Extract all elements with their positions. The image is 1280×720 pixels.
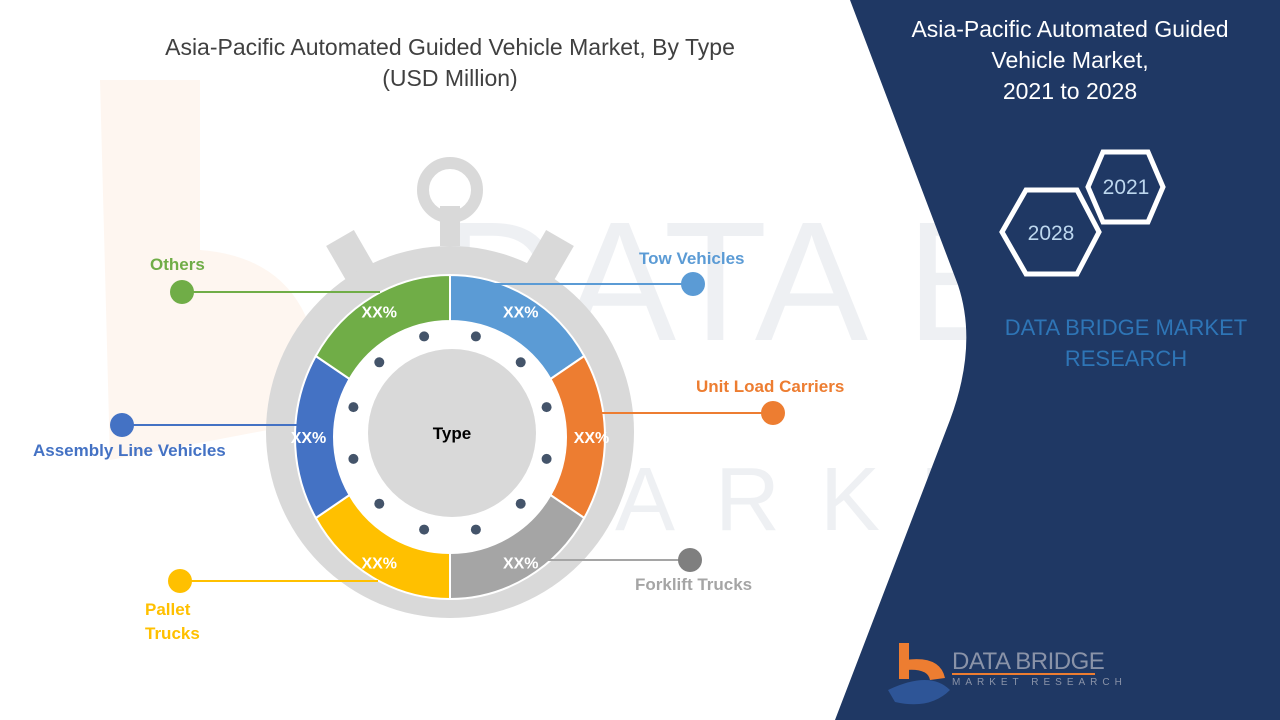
side-panel [835,0,1280,720]
dial-dot [470,524,481,535]
hexagon-2028 [999,187,1102,277]
dial-dot [515,357,526,368]
side-title-line3: 2021 to 2028 [1002,78,1138,104]
side-title-line1: Asia-Pacific Automated Guided [911,16,1229,42]
year-end: 2028 [1028,222,1075,245]
legend-others: Others [150,255,205,274]
data-label: XX% [361,556,397,573]
hexagon-2021 [1085,149,1166,225]
side-panel-title: Asia-Pacific Automated Guided Vehicle Ma… [880,14,1260,107]
center-label: Type [433,424,471,443]
dial-dot [419,331,430,342]
brand-line1: DATA BRIDGE MARKET [1004,315,1248,340]
dial-dot [541,402,552,413]
legend-pallet-trucks: Pallet Trucks [145,600,200,643]
dial-dots [348,331,552,535]
chart-title: Asia-Pacific Automated Guided Vehicle Ma… [120,32,780,94]
brand-text: DATA BRIDGE MARKET RESEARCH [985,312,1267,374]
dial-dot [419,524,430,535]
dial-dot [374,498,385,509]
marker-tow [681,272,705,296]
title-line1: Asia-Pacific Automated Guided Vehicle Ma… [165,34,735,60]
side-title-line2: Vehicle Market, [991,47,1149,73]
center-circle [368,349,536,517]
dial-dot [541,453,552,464]
donut-chart [294,273,606,601]
data-label: XX% [574,430,610,447]
data-label: XX% [291,430,327,447]
legend-unit-load-carriers: Unit Load Carriers [696,377,845,396]
brand-line2: RESEARCH [1064,346,1188,371]
data-label: XX% [503,304,539,321]
legend-tow-vehicles: Tow Vehicles [639,249,745,268]
logo-tagline: MARKET RESEARCH [952,677,1127,688]
year-start: 2021 [1103,176,1150,199]
legend-assembly-line-vehicles: Assembly Line Vehicles [33,441,226,460]
donut-segment-others [314,273,451,381]
data-label: XX% [361,304,397,321]
dial-dot [348,453,359,464]
legend-forklift-trucks: Forklift Trucks [635,575,753,594]
stopwatch-stem [440,206,460,246]
dial-dot [470,331,481,342]
logo-icon [888,643,950,705]
marker-forklift [678,548,702,572]
data-labels: XX% XX% XX% XX% XX% XX% [291,304,610,572]
data-label: XX% [503,556,539,573]
marker-assembly [110,413,134,437]
marker-pallet [168,569,192,593]
title-line2: (USD Million) [382,65,518,91]
logo-name: DATA BRIDGE [952,648,1105,675]
marker-others [170,280,194,304]
marker-unit-load [761,401,785,425]
dial-dot [515,498,526,509]
dial-dot [374,357,385,368]
dial-dot [348,402,359,413]
watermark-logo [100,80,321,460]
